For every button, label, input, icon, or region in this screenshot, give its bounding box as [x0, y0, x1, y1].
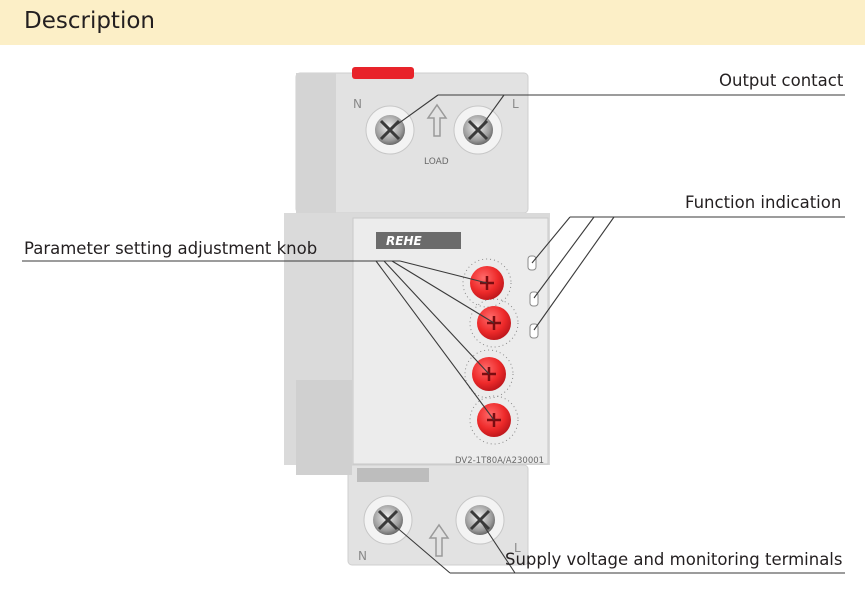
callout-supply-terminals: Supply voltage and monitoring terminals	[505, 550, 843, 569]
arrow-up-icon	[428, 523, 450, 557]
section-header: Description	[0, 0, 865, 45]
release-tab	[352, 67, 414, 79]
section-title: Description	[24, 8, 155, 34]
model-text: DV2-1T80A/A230001	[455, 456, 544, 466]
callout-function-indication: Function indication	[685, 193, 842, 212]
brand-text: REHE	[386, 234, 422, 248]
callout-output-contact: Output contact	[719, 71, 844, 90]
terminal-label: L	[512, 97, 519, 111]
callout-parameter-knob: Parameter setting adjustment knob	[24, 239, 318, 258]
terminal-label: L	[514, 541, 521, 555]
load-text: LOAD	[424, 157, 449, 167]
terminal-label: N	[353, 97, 362, 111]
front-panel	[352, 217, 549, 465]
brand-label	[376, 232, 461, 249]
terminal-label: N	[358, 549, 367, 563]
arrow-up-icon	[426, 103, 448, 137]
leader-lines	[22, 94, 845, 574]
terminal-top-right	[453, 105, 503, 155]
